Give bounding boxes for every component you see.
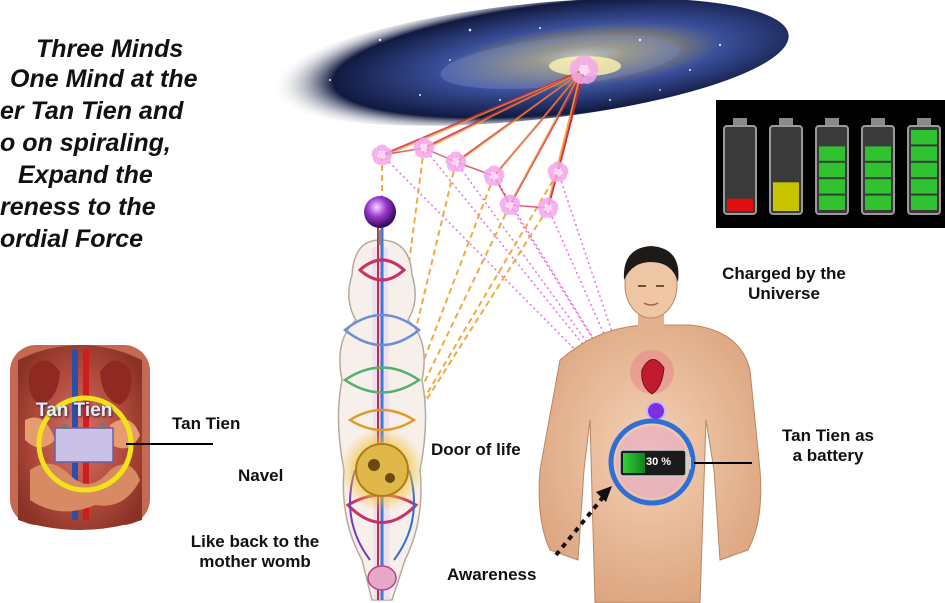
like-back-line-1: Like back to the	[168, 532, 342, 552]
galaxy-image	[265, 0, 794, 147]
meridian-body-figure	[338, 215, 425, 600]
tan-tien-box-icon	[55, 424, 113, 462]
awareness-label: Awareness	[447, 565, 536, 585]
battery-icon-1	[724, 118, 756, 214]
crown-orb	[364, 196, 396, 245]
battery-icon-2	[770, 118, 802, 214]
battery-line-2: a battery	[758, 446, 898, 466]
spiral-node-3	[444, 152, 467, 174]
charged-line-2: Universe	[694, 284, 874, 304]
title-line-2: One Mind at the	[10, 66, 198, 93]
tan-tien-overlay-label: Tan Tien	[36, 400, 112, 422]
battery-label: Tan Tien as a battery	[758, 426, 898, 466]
like-back-line-2: mother womb	[168, 552, 342, 572]
title-line-4: o on spiraling,	[0, 130, 171, 157]
spiral-node-7	[546, 162, 569, 184]
battery-percent-text: 30 %	[646, 456, 671, 468]
navel-label: Navel	[238, 466, 283, 486]
title-line-5: Expand the	[18, 162, 153, 189]
charged-label: Charged by the Universe	[694, 264, 874, 304]
tan-tien-label: Tan Tien	[172, 414, 240, 434]
battery-icon-5	[908, 118, 940, 214]
spiral-node-4	[482, 166, 505, 188]
spiral-node-5	[498, 195, 521, 217]
title-line-1: Three Minds	[36, 36, 183, 63]
battery-icon-4	[862, 118, 894, 214]
title-line-3: er Tan Tien and	[0, 98, 183, 125]
title-line-7: ordial Force	[0, 226, 143, 253]
like-back-label: Like back to the mother womb	[168, 532, 342, 572]
door-of-life-label: Door of life	[431, 440, 521, 460]
battery-line-1: Tan Tien as	[758, 426, 898, 446]
battery-level-panel	[716, 100, 945, 228]
battery-icon-3	[816, 118, 848, 214]
title-line-6: reness to the	[0, 194, 156, 221]
charged-line-1: Charged by the	[694, 264, 874, 284]
